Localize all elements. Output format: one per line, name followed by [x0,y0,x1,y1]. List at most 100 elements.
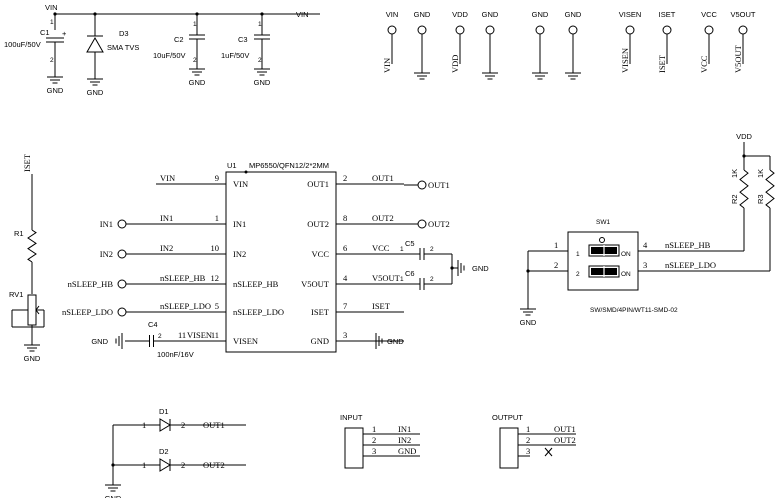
u1-pin-num: 7 [343,301,347,311]
net-port-6 [568,25,578,35]
sw-pin-4: 4 [643,240,648,250]
u1-port-out2 [417,219,427,229]
rv1-body [27,294,37,326]
c3-pin2: 2 [258,57,262,64]
r3-value: 1K [756,169,765,178]
u1-pin-name: IN2 [233,249,246,259]
d3-value: SMA TVS [107,43,139,52]
input-title: INPUT [340,413,363,422]
input-pin-net: IN1 [398,424,411,434]
net-port-2 [417,25,427,35]
output-nc-mark [544,447,553,457]
u1-pin-num: 12 [211,273,220,283]
net-port-label: VIN [386,10,399,19]
u1-pin-name: nSLEEP_LDO [233,307,284,317]
input-pin-num: 2 [372,435,376,445]
d2-pin1: 1 [142,460,146,470]
u1-pin-num: 3 [343,330,347,340]
c3-value: 1uF/50V [221,51,249,60]
net-port-7 [625,25,635,35]
u1-part: MP6550/QFN12/2*2MM [249,161,329,170]
u1-net-label: IN2 [160,243,173,253]
r1 [27,229,37,263]
d1-body [159,418,171,432]
sw1-body [567,231,639,291]
c1-ref: C1 [40,28,50,37]
c4-value: 100nF/16V [157,350,194,359]
d1-pin1: 1 [142,420,146,430]
net-port-label: VCC [701,10,717,19]
u1-port-in1 [117,219,127,229]
visen-num: 11 [178,330,186,340]
net-port-4 [485,25,495,35]
u1-pin-num: 1 [215,213,219,223]
diode-gnd: GND [105,494,122,498]
rv1-ref: RV1 [9,290,23,299]
c2-pin1: 1 [193,21,197,28]
u1-gnd: GND [387,337,404,346]
sw-vdd: VDD [736,132,752,141]
r3-ref: R3 [756,194,765,204]
sw1-inner-1: 1 [576,251,580,258]
cap-gnd: GND [472,264,489,273]
r3 [765,169,775,209]
input-pin-net: IN2 [398,435,411,445]
r2-value: 1K [730,169,739,178]
r1-ref: R1 [14,229,24,238]
vin-label: VIN [45,3,58,12]
net-port-label: ISET [659,10,676,19]
u1-port-label: IN1 [100,219,113,229]
rv1-gnd: GND [24,354,41,363]
c3-gnd: GND [254,78,271,87]
sw1-on-1: ON [621,251,631,258]
u1-net-label: ISET [372,301,391,311]
c1-pin1: 1 [50,19,54,26]
c2-value: 10uF/50V [153,51,186,60]
input-pin-num: 3 [372,446,376,456]
net-port-vlabel: VISEN [620,48,630,73]
u1-port-label: IN2 [100,249,113,259]
output-body [499,427,519,469]
c1-value: 100uF/50V [4,40,41,49]
output-pin-num: 1 [526,424,530,434]
iset-label: ISET [22,153,32,172]
output-pin-net: OUT1 [554,424,576,434]
u1-pin-num: 5 [215,301,219,311]
net-port-vlabel: ISET [657,54,667,73]
d3-body [86,36,104,53]
u1-port-nsleep_hb [117,279,127,289]
net-port-1 [387,25,397,35]
u1-pin-num: 9 [215,173,219,183]
c6-pin2: 2 [430,276,434,283]
d3-ref: D3 [119,29,129,38]
d1-net: OUT1 [203,420,225,430]
u1-net-label: IN1 [160,213,173,223]
junction-dot [111,463,115,467]
rv1-arrow [35,305,40,315]
sw-net-hb: nSLEEP_HB [665,240,711,250]
u1-net-label: nSLEEP_HB [160,273,206,283]
u1-pin-name: VIN [233,179,248,189]
net-port-5 [535,25,545,35]
u1-ref: U1 [227,161,237,170]
net-port-9 [704,25,714,35]
c1-plus: + [62,29,67,38]
sw1-part: SW/SMD/4PIN/WT11-SMD-02 [590,307,678,314]
net-port-label: VDD [452,10,468,19]
d2-ref: D2 [159,447,169,456]
net-port-label: GND [482,10,499,19]
c2-gnd: GND [189,78,206,87]
input-pin-num: 1 [372,424,376,434]
c6-pin1: 1 [400,276,404,283]
net-port-vlabel: VDD [450,55,460,73]
c5-pin1: 1 [400,246,404,253]
u1-port-label: nSLEEP_HB [68,279,114,289]
u1-pin-num: 6 [343,243,347,253]
u1-net-label: OUT1 [372,173,394,183]
u1-port-label: OUT1 [428,180,450,190]
sw1-inner-2: 2 [576,271,580,278]
u1-pin-num: 10 [211,243,220,253]
u1-pin-name: OUT1 [307,179,329,189]
u1-net-label: VIN [160,173,175,183]
u1-port-label: nSLEEP_LDO [62,307,113,317]
